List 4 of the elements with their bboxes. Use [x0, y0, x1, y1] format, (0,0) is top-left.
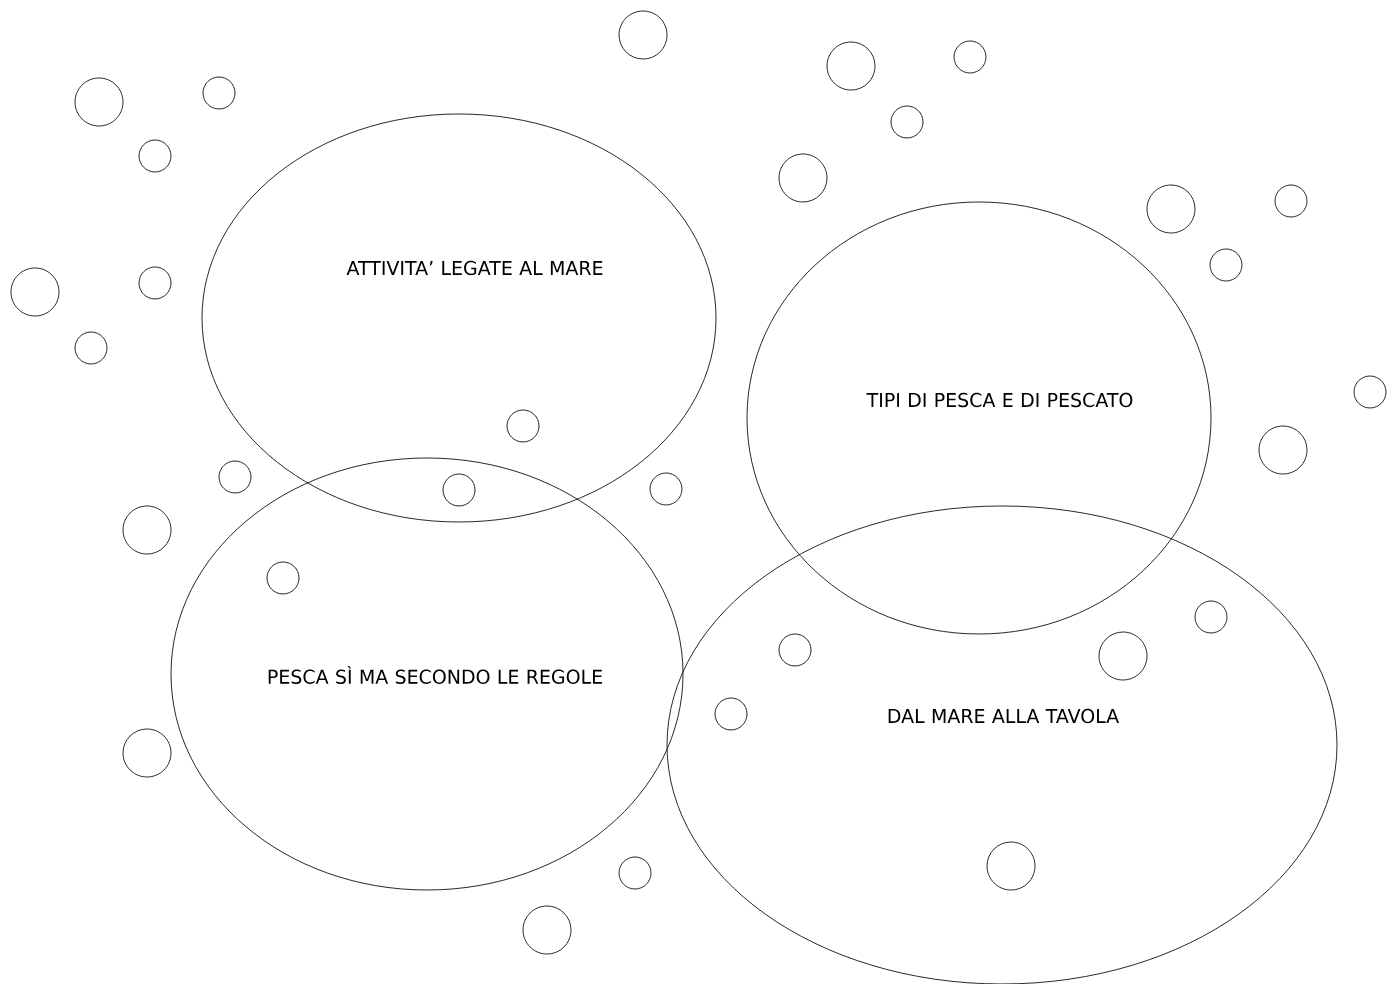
topic-label: PESCA SÌ MA SECONDO LE REGOLE — [268, 666, 602, 684]
topic-label: ATTIVITA’ LEGATE AL MARE — [346, 260, 603, 276]
topic-label: DAL MARE ALLA TAVOLA — [888, 708, 1119, 724]
topic-label: TIPI DI PESCA E DI PESCATO — [866, 392, 1133, 408]
